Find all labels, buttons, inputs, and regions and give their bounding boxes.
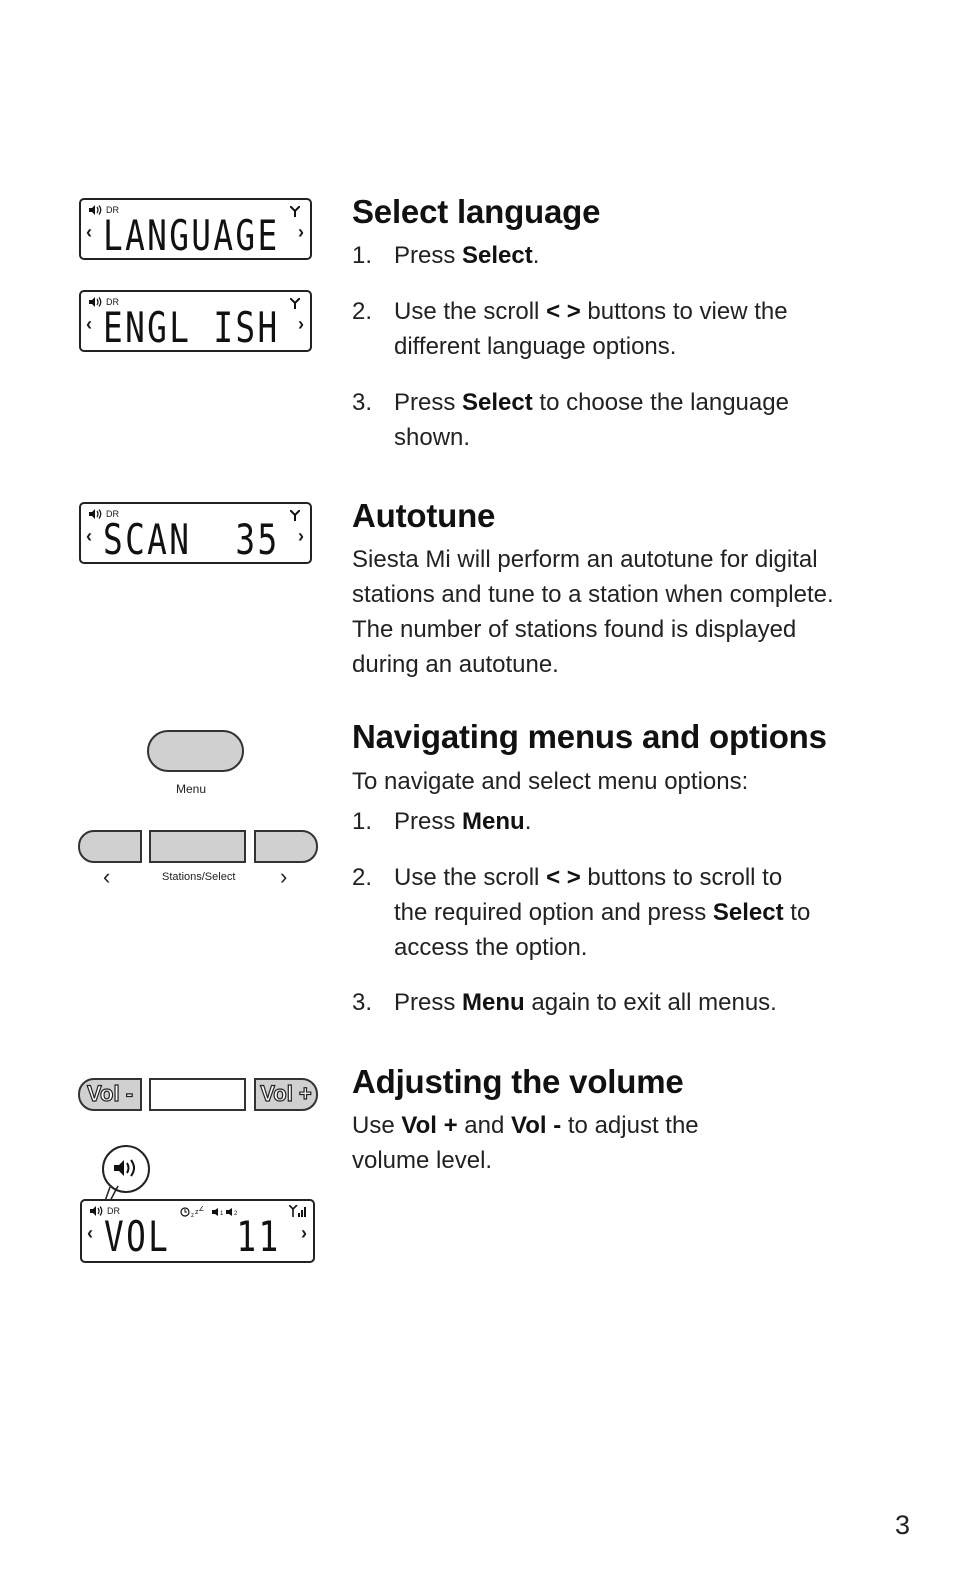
chevron-left-icon: ‹ bbox=[86, 526, 92, 546]
chevron-left-icon: ‹ bbox=[87, 1223, 93, 1243]
autotune-line-3: The number of stations found is displaye… bbox=[352, 616, 797, 643]
speaker-icon: DR bbox=[88, 509, 119, 519]
lcd-text: LANGUAGE bbox=[103, 211, 280, 260]
heading-volume: Adjusting the volume bbox=[352, 1063, 684, 1100]
chevron-right-icon: › bbox=[280, 864, 288, 889]
page-number: 3 bbox=[894, 1510, 910, 1540]
svg-text:z: z bbox=[195, 1209, 199, 1216]
autotune-line-1: Siesta Mi will perform an autotune for d… bbox=[352, 546, 818, 573]
dr-label: DR bbox=[106, 205, 119, 215]
volume-line-1: Use Vol + and Vol - to adjust the bbox=[352, 1112, 699, 1139]
menu-button[interactable] bbox=[147, 730, 244, 772]
alarm-sleep-icons: z z Z 1 2 bbox=[180, 1206, 238, 1218]
chevron-right-icon: › bbox=[298, 526, 304, 546]
vol-minus-button[interactable]: Vol - bbox=[78, 1078, 142, 1111]
lcd-scan: DR ‹ SCAN 35 › bbox=[79, 502, 312, 564]
svg-text:2: 2 bbox=[234, 1211, 238, 1217]
heading-navigating: Navigating menus and options bbox=[352, 718, 827, 755]
chevron-right-icon: › bbox=[298, 314, 304, 334]
speaker-icon: DR bbox=[88, 205, 119, 215]
scroll-left-button[interactable] bbox=[78, 830, 142, 863]
chevron-right-icon: › bbox=[301, 1223, 307, 1243]
speaker-callout bbox=[102, 1145, 150, 1193]
chevron-left-icon: ‹ bbox=[103, 864, 111, 889]
stations-select-label: Stations/Select bbox=[162, 871, 236, 883]
vol-plus-button[interactable]: Vol + bbox=[254, 1078, 318, 1111]
lcd-language: DR ‹ LANGUAGE › bbox=[79, 198, 312, 260]
svg-text:z: z bbox=[191, 1213, 194, 1218]
antenna-icon bbox=[289, 508, 301, 526]
svg-text:1: 1 bbox=[220, 1211, 224, 1217]
center-button[interactable] bbox=[149, 1078, 246, 1111]
volume-line-2: volume level. bbox=[352, 1147, 493, 1174]
svg-text:Z: Z bbox=[199, 1206, 204, 1213]
lcd-text: SCAN 35 bbox=[103, 515, 280, 564]
heading-autotune: Autotune bbox=[352, 497, 496, 534]
autotune-line-4: during an autotune. bbox=[352, 651, 559, 678]
lcd-text: ENGL ISH bbox=[103, 303, 280, 352]
speaker-icon: DR bbox=[89, 1206, 120, 1216]
speaker-icon: DR bbox=[88, 297, 119, 307]
dr-label: DR bbox=[106, 509, 119, 519]
speaker-icon bbox=[114, 1159, 135, 1177]
lcd-text: VOL 11 bbox=[104, 1212, 281, 1261]
chevron-left-icon: ‹ bbox=[86, 314, 92, 334]
autotune-line-2: stations and tune to a station when comp… bbox=[352, 581, 834, 608]
chevron-right-icon: › bbox=[298, 222, 304, 242]
signal-icon bbox=[289, 1205, 306, 1217]
lcd-english: DR ‹ ENGL ISH › bbox=[79, 290, 312, 352]
stations-select-button[interactable] bbox=[149, 830, 246, 863]
dr-label: DR bbox=[106, 297, 119, 307]
chevron-left-icon: ‹ bbox=[86, 222, 92, 242]
scroll-right-button[interactable] bbox=[254, 830, 318, 863]
menu-label: Menu bbox=[176, 782, 207, 796]
heading-select-language: Select language bbox=[352, 193, 601, 230]
lcd-volume: DR z z Z 1 2 ‹ VOL 11 › bbox=[80, 1199, 315, 1263]
navigating-intro: To navigate and select menu options: bbox=[352, 768, 749, 795]
dr-label: DR bbox=[107, 1206, 120, 1216]
antenna-icon bbox=[289, 296, 301, 314]
antenna-icon bbox=[289, 204, 301, 222]
